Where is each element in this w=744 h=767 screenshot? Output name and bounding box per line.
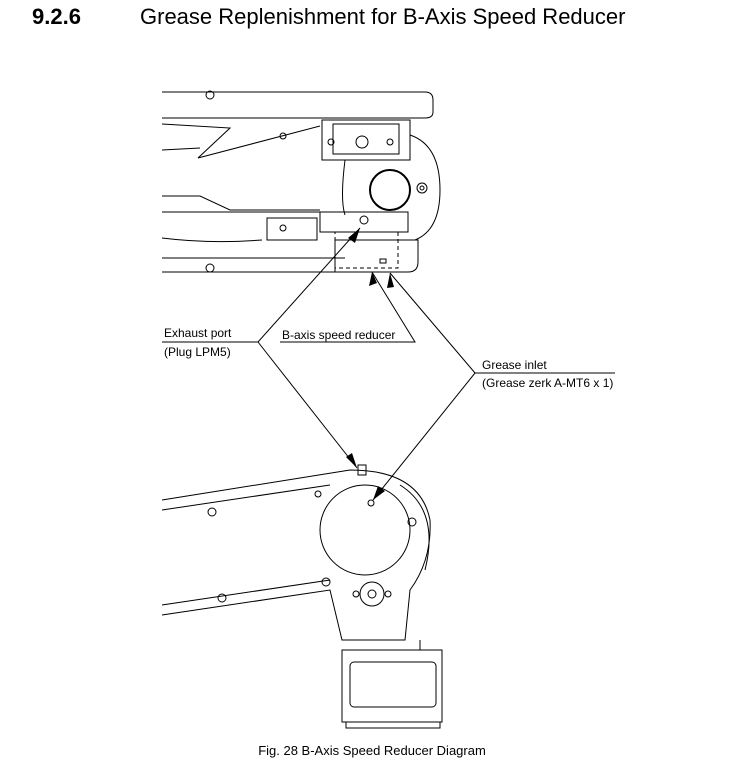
exhaust-port-label: Exhaust port — [164, 326, 232, 340]
b-axis-reducer-label: B-axis speed reducer — [282, 328, 396, 342]
leader-lines — [162, 227, 615, 501]
figure-caption: Fig. 28 B-Axis Speed Reducer Diagram — [258, 743, 486, 758]
top-view-robot-arm — [161, 90, 441, 273]
side-view-robot-arm — [161, 464, 443, 729]
section-title: Grease Replenishment for B-Axis Speed Re… — [140, 4, 626, 29]
section-number: 9.2.6 — [32, 4, 81, 29]
grease-inlet-label: Grease inlet — [482, 358, 547, 372]
exhaust-plug-label: (Plug LPM5) — [164, 345, 231, 359]
grease-zerk-label: (Grease zerk A-MT6 x 1) — [482, 376, 614, 390]
arrowheads — [346, 228, 394, 500]
